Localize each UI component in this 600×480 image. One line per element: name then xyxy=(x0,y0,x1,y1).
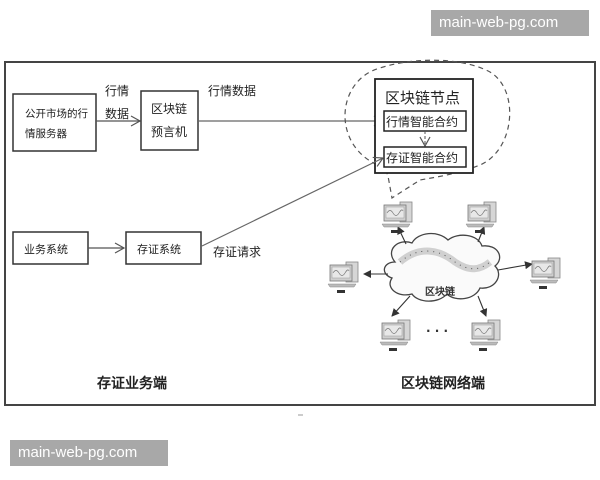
link-to-computer-5 xyxy=(391,295,411,317)
arrow-market-label-1: 行情 xyxy=(105,84,129,98)
computer-icon xyxy=(381,201,413,234)
market-server-label-2: 情服务器 xyxy=(25,127,67,140)
market-server-box xyxy=(12,93,97,152)
computer-icon xyxy=(469,319,501,352)
link-to-computer-1 xyxy=(397,226,407,245)
arrow-evidence-label: 存证请求 xyxy=(213,245,261,259)
arrow-market-label-2: 数据 xyxy=(105,106,129,121)
computer-icon xyxy=(465,201,497,234)
computer-icon xyxy=(379,319,411,352)
business-side-title: 存证业务端 xyxy=(97,375,167,392)
arrow-oracle-label: 行情数据 xyxy=(208,83,256,98)
decorative-mark xyxy=(298,414,303,416)
link-to-computer-4 xyxy=(497,261,533,271)
oracle-label-2: 预言机 xyxy=(151,125,187,139)
watermark-top: main-web-pg.com xyxy=(431,10,589,36)
evidence-system-box xyxy=(125,231,202,265)
oracle-box xyxy=(140,90,199,151)
cloud-label: 区块链 xyxy=(425,285,456,298)
business-system-box xyxy=(12,231,89,265)
link-to-computer-2 xyxy=(477,226,486,243)
blockchain-node-title: 区块链节点 xyxy=(385,89,460,107)
business-system-label: 业务系统 xyxy=(24,243,68,256)
computer-icon xyxy=(529,257,561,290)
computer-icon xyxy=(327,261,359,294)
diagram-frame xyxy=(4,61,596,406)
market-contract-label: 行情智能合约 xyxy=(386,114,458,129)
evidence-contract-label: 存证智能合约 xyxy=(386,150,458,165)
arrow-evidence-to-node xyxy=(201,156,385,247)
blockchain-cloud: 区块链 xyxy=(383,232,501,302)
oracle-label-1: 区块链 xyxy=(151,101,187,116)
market-server-label-1: 公开市场的行 xyxy=(25,107,88,120)
watermark-bottom: main-web-pg.com xyxy=(10,440,168,466)
network-side-title: 区块链网络端 xyxy=(401,375,485,392)
evidence-system-label: 存证系统 xyxy=(137,242,181,256)
more-nodes-ellipsis: · · · xyxy=(426,324,448,338)
link-to-computer-6 xyxy=(477,295,488,317)
